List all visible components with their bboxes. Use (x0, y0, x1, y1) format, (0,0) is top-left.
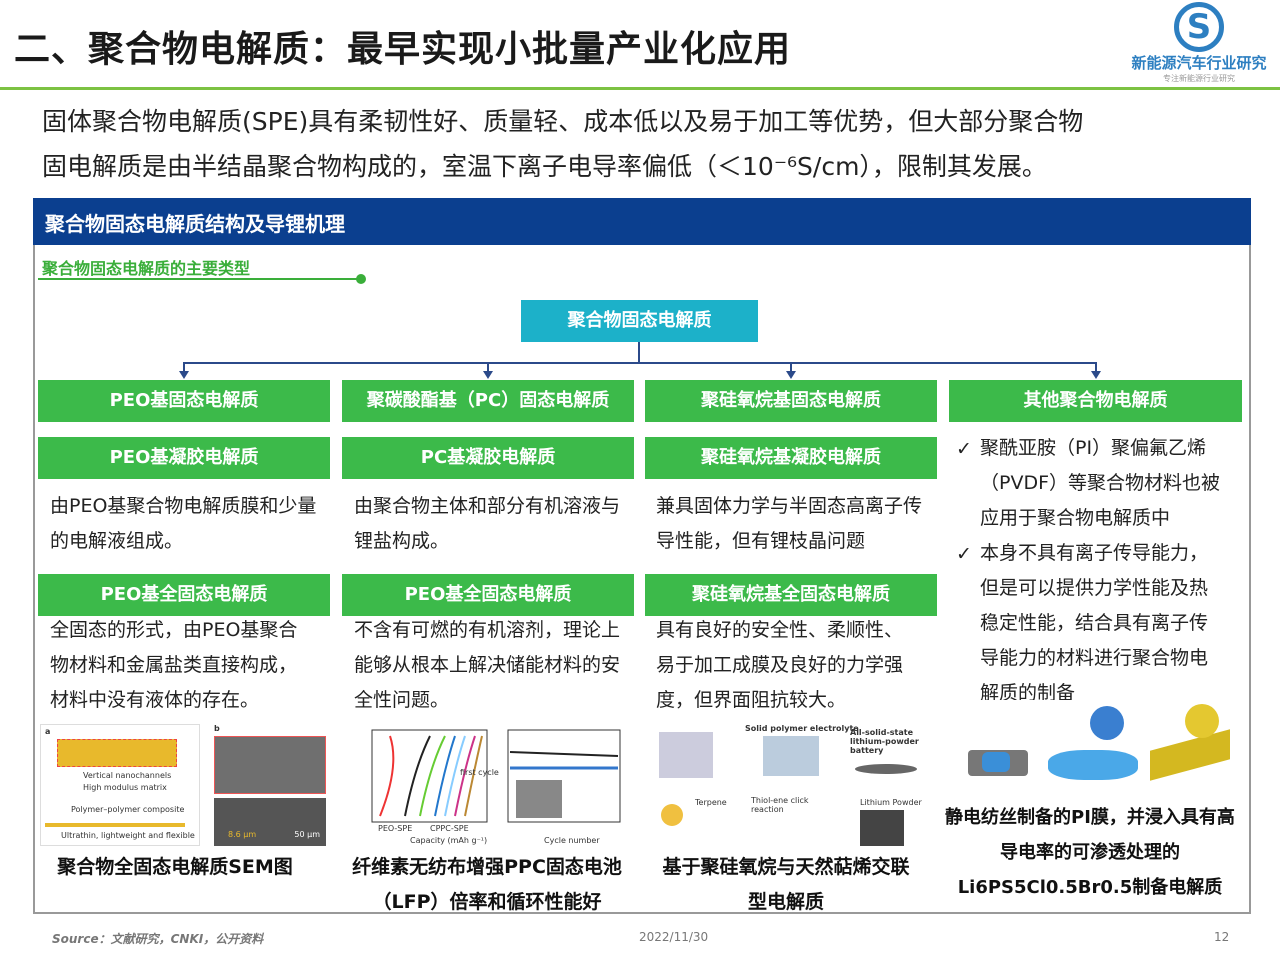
panel-subtitle: 聚合物固态电解质的主要类型 (42, 259, 251, 278)
terpene-image (661, 804, 683, 826)
siloxane-gel-header: 聚硅氧烷基凝胶电解质 (645, 437, 937, 479)
sem-image-bottom: 8.6 μm 50 μm (214, 798, 326, 846)
other-bullet-2: 本身不具有离子传导能力，但是可以提供力学性能及热稳定性能，结合具有离子传导能力的… (980, 542, 1209, 701)
connector (790, 362, 792, 372)
figure-electrospinning (960, 700, 1230, 795)
figure-label: CPPC-SPE (430, 824, 469, 833)
intro-line-2: 固电解质是由半结晶聚合物构成的，室温下离子电导率偏低（＜10⁻⁶S/cm），限制… (42, 152, 1047, 181)
figure-label: first cycle (460, 768, 499, 777)
category-pc: 聚碳酸酯基（PC）固态电解质 (342, 380, 634, 422)
source-note: Source：文献研究，CNKI，公开资料 (52, 932, 264, 946)
pc-gel-desc: 由聚合物主体和部分有机溶液与锂盐构成。 (354, 495, 621, 552)
film-image (45, 823, 185, 827)
page-number: 12 (1214, 930, 1230, 944)
figure-label: Ultrathin, lightweight and flexible (61, 831, 195, 840)
logo-name: 新能源汽车行业研究 (1131, 54, 1267, 72)
figure-label: PEO-SPE (378, 824, 413, 833)
figure-caption-4: 静电纺丝制备的PI膜，并浸入具有高导电率的可渗透处理的Li6PS5Cl0.5Br… (945, 807, 1235, 898)
peo-gel-header: PEO基凝胶电解质 (38, 437, 330, 479)
chemistry-image (659, 732, 713, 778)
figure-label: a (45, 727, 51, 736)
figure-label: 8.6 μm (228, 830, 257, 839)
peo-gel-desc: 由PEO基聚合物电解质膜和少量的电解液组成。 (50, 495, 317, 552)
sem-image-top (214, 736, 326, 794)
figure-label: All-solid-state lithium-powder battery (850, 728, 919, 755)
composite-image (57, 739, 177, 767)
root-node: 聚合物固态电解质 (521, 300, 758, 342)
figure-label: High modulus matrix (83, 783, 167, 792)
category-peo: PEO基固态电解质 (38, 380, 330, 422)
connector (1095, 362, 1097, 372)
panel-header: 聚合物固态电解质结构及导锂机理 (33, 198, 1251, 245)
logo-slogan: 专注新能源行业研究 (1163, 74, 1235, 83)
figure-label: b (214, 724, 220, 733)
arrow-icon (1091, 371, 1101, 379)
category-other: 其他聚合物电解质 (949, 380, 1242, 422)
pc-gel-header: PC基凝胶电解质 (342, 437, 634, 479)
siloxane-gel-desc: 兼具固体力学与半固态高离子传导性能，但有锂枝晶问题 (656, 495, 923, 552)
electrolyte-image (763, 736, 819, 776)
axis-label: Capacity (mAh g⁻¹) (410, 836, 488, 845)
figure-label: Terpene (695, 798, 727, 807)
siloxane-solid-header: 聚硅氧烷基全固态电解质 (645, 574, 937, 616)
figure-label: Vertical nanochannels (83, 771, 172, 780)
other-bullet-1: 聚酰亚胺（PI）聚偏氟乙烯（PVDF）等聚合物材料也被应用于聚合物电解质中 (980, 437, 1221, 529)
arrow-icon (483, 371, 493, 379)
intro-line-1: 固体聚合物电解质(SPE)具有柔韧性好、质量轻、成本低以及易于加工等优势，但大部… (42, 107, 1084, 136)
pi-membrane-image (1048, 750, 1138, 780)
magnified-fiber (1090, 706, 1124, 740)
pc-solid-desc: 不含有可燃的有机溶剂，理论上能够从根本上解决储能材料的安全性问题。 (354, 619, 621, 711)
drum-image (982, 752, 1010, 772)
check-icon: ✓ (956, 543, 972, 565)
battery-image (855, 764, 917, 774)
peo-solid-header: PEO基全固态电解质 (38, 574, 330, 616)
axis-label: Cycle number (544, 836, 600, 845)
figure-caption-3: 基于聚硅氧烷与天然萜烯交联型电解质 (662, 856, 910, 913)
connector (638, 342, 640, 363)
siloxane-solid-desc: 具有良好的安全性、柔顺性、易于加工成膜及良好的力学强度，但界面阻抗较大。 (656, 619, 904, 711)
figure-sem-diagram: a Vertical nanochannels High modulus mat… (40, 724, 200, 846)
chart-graphic (371, 729, 621, 823)
figure-label: Polymer–polymer composite (71, 805, 185, 814)
slide-date: 2022/11/30 (639, 930, 709, 944)
figure-rate-cycle-chart: PEO-SPE CPPC-SPE Capacity (mAh g⁻¹) Cycl… (360, 726, 630, 848)
check-icon: ✓ (956, 438, 972, 460)
arrow-icon (786, 371, 796, 379)
arrow-icon (179, 371, 189, 379)
figure-caption-2: 纤维素无纺布增强PPC固态电池（LFP）倍率和循环性能好 (352, 856, 622, 913)
electrolyte-film-image (1150, 729, 1230, 781)
figure-label: Solid polymer electrolyte (745, 724, 859, 733)
figure-siloxane-scheme: Solid polymer electrolyte All-solid-stat… (655, 722, 925, 852)
connector (183, 362, 185, 372)
lithium-powder-image (860, 810, 904, 846)
figure-label: Thiol-ene click reaction (751, 796, 809, 814)
connector (487, 362, 489, 372)
logo-s-icon: S (1174, 2, 1224, 52)
peo-solid-desc: 全固态的形式，由PEO基聚合物材料和金属盐类直接构成，材料中没有液体的存在。 (50, 619, 298, 711)
connector (183, 362, 1097, 364)
pc-solid-header: PEO基全固态电解质 (342, 574, 634, 616)
logo: S 新能源汽车行业研究 专注新能源行业研究 (1118, 2, 1280, 86)
figure-label: Lithium Powder (860, 798, 922, 807)
subtitle-underline (38, 278, 360, 280)
category-siloxane: 聚硅氧烷基固态电解质 (645, 380, 937, 422)
slide-title: 二、聚合物电解质：最早实现小批量产业化应用 (14, 29, 792, 70)
figure-label: 50 μm (294, 830, 320, 839)
title-divider (0, 87, 1280, 90)
subtitle-dot (356, 274, 366, 284)
figure-caption-1: 聚合物全固态电解质SEM图 (57, 856, 293, 878)
magnified-film (1185, 704, 1219, 738)
figure-sem-images: b 8.6 μm 50 μm (214, 724, 326, 846)
